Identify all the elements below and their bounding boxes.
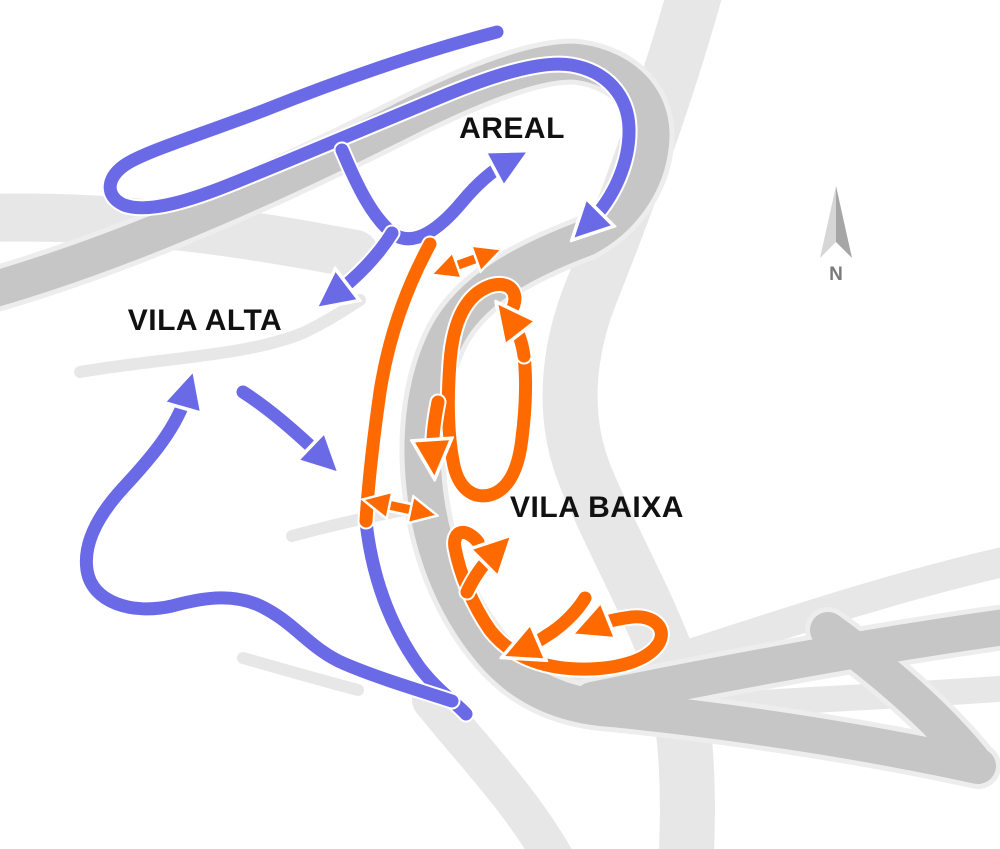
- road-light-lane-south: [237, 652, 364, 696]
- route-orange-upper-loop-arrow: [511, 321, 524, 363]
- route-blue-north-loop: [103, 25, 636, 223]
- orange-routes: [357, 235, 670, 678]
- route-orange-corridor-arc: [359, 237, 437, 528]
- casing: [77, 384, 461, 710]
- route-blue-southwest-loop: [79, 393, 459, 708]
- road-light-lane-vila-alta: [74, 294, 366, 378]
- two-way-crossing-arrow-south: [379, 503, 421, 512]
- compass: N: [820, 186, 852, 285]
- label-vila-baixa: VILA BAIXA: [510, 491, 684, 524]
- route-orange-lower-loop: [448, 526, 668, 676]
- route-orange-lower-inner-arrow: [524, 591, 592, 648]
- route-blue-areal-branch: [335, 143, 508, 246]
- route-orange-down-branch: [433, 395, 438, 455]
- route-orange-northeast-arrow: [460, 552, 495, 599]
- route-blue-vila-alta-branch: [335, 226, 399, 294]
- road-light-south: [412, 680, 572, 849]
- label-areal: AREAL: [459, 112, 565, 145]
- compass-needle-left: [820, 186, 836, 258]
- blue-routes: [77, 23, 638, 723]
- compass-needle-right: [836, 186, 852, 258]
- route-blue-entry-branch: [236, 385, 322, 457]
- road-main-east-branch: [574, 609, 1000, 718]
- two-way-crossing-arrow-north: [447, 255, 486, 269]
- compass-north-label: N: [829, 264, 843, 285]
- road-main-southeast: [594, 691, 996, 784]
- road-main-corner-branch: [810, 612, 990, 778]
- label-vila-alta: VILA ALTA: [128, 304, 282, 337]
- labels: AREAL VILA ALTA VILA BAIXA: [128, 112, 684, 524]
